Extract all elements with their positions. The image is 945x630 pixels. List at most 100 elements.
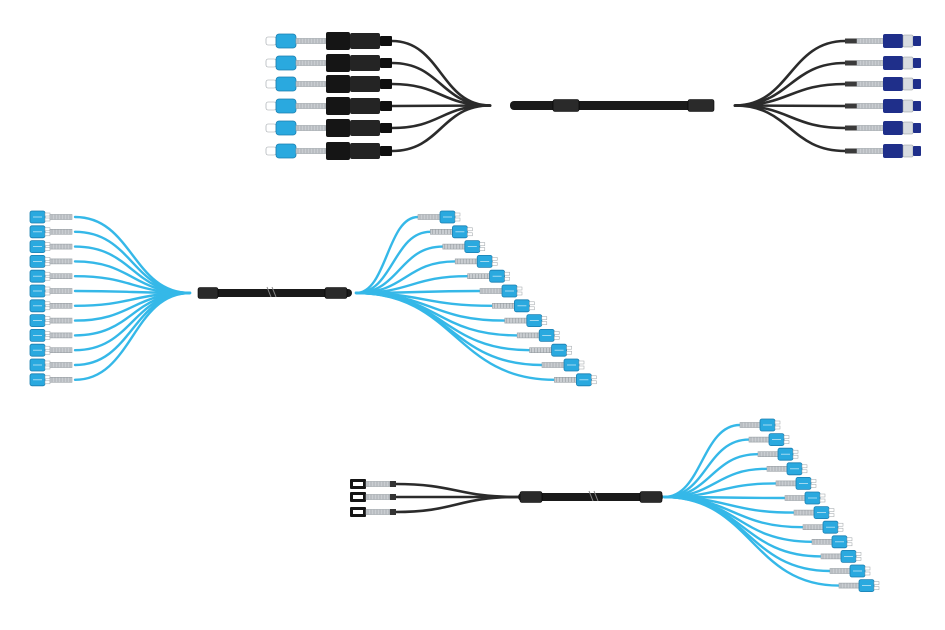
lc-connector-right-12 (838, 579, 880, 592)
ferrule-boot (295, 148, 327, 154)
ferrule-boot (811, 538, 833, 545)
ferrule-boot (739, 422, 761, 428)
connector-right-1 (845, 34, 921, 48)
lc-duplex-connector (849, 564, 871, 578)
ferrule-boot (856, 60, 884, 66)
lc-duplex-connector (768, 433, 790, 447)
lc-connector-right-2 (748, 433, 790, 447)
lc-connector-right-8 (802, 520, 844, 534)
lc-connector-right-9 (811, 535, 853, 549)
lc-duplex-connector (29, 210, 51, 224)
lc-connector-right-3 (757, 447, 799, 461)
connector-right-2 (845, 56, 921, 70)
lc-connector-left-7 (29, 299, 73, 313)
fiber-leg-right-12 (662, 495, 841, 587)
lc-connector-right-2 (430, 225, 473, 239)
fiber-leg-right-12 (354, 291, 556, 381)
connector-left-6 (265, 142, 392, 160)
ferrule-boot (365, 494, 391, 500)
lc-duplex-connector (840, 550, 862, 563)
ferrule-boot (49, 243, 73, 250)
lc-duplex-connector (29, 225, 51, 239)
fiber-leg-right-1 (354, 215, 420, 295)
ferrule-boot (766, 465, 788, 472)
lc-connector-left-4 (29, 254, 73, 268)
lc-connector-right-11 (541, 358, 585, 372)
leg-left-5 (390, 104, 492, 130)
leg-right-6 (733, 104, 847, 153)
ferrule-boot (793, 509, 815, 516)
ferrule-boot (757, 451, 779, 458)
lc-connector-right-12 (554, 373, 597, 387)
lc-connector-right-3 (442, 240, 486, 254)
ferrule-boot (856, 103, 884, 109)
fiber-leg-left-12 (73, 291, 192, 381)
lc-connector-right-6 (479, 284, 523, 298)
breakout-sleeve-left (519, 491, 543, 503)
ferrule-boot (417, 214, 441, 220)
ferrule-boot (49, 376, 73, 383)
lc-connector-right-11 (829, 564, 871, 578)
ferrule-boot (554, 376, 577, 383)
fiber-leg-left-11 (73, 291, 192, 367)
lc-connector-right-9 (516, 328, 560, 342)
ferrule-boot (49, 229, 73, 235)
ferrule-boot (802, 524, 824, 531)
leg-left-6 (390, 104, 492, 153)
lc-connector-right-4 (454, 254, 498, 268)
ferrule-boot (454, 258, 478, 265)
connector-right-3 (845, 77, 921, 91)
ferrule-boot (295, 125, 327, 131)
lc-connector-right-5 (775, 476, 817, 490)
connector-right-4 (845, 99, 921, 113)
ferrule-boot (479, 288, 503, 294)
lc-duplex-connector (514, 299, 535, 313)
lc-duplex-connector (29, 358, 51, 372)
ferrule-boot (856, 38, 884, 44)
lc-connector-right-7 (492, 299, 535, 313)
lc-duplex-connector (29, 299, 51, 313)
lc-duplex-connector (451, 225, 473, 239)
ferrule-boot (295, 60, 327, 66)
lc-duplex-connector (29, 240, 51, 254)
breakout-sleeve-right (687, 99, 715, 112)
lc-duplex-connector (29, 343, 51, 357)
lc-duplex-connector (29, 284, 51, 298)
connector-left-4 (265, 97, 392, 115)
lc-connector-right-6 (784, 491, 826, 505)
connector-left-1 (265, 32, 392, 50)
breakout-sleeve-right (324, 287, 348, 299)
lc-connector-left-5 (29, 269, 73, 283)
ferrule-boot (775, 480, 797, 487)
ferrule-boot (49, 288, 73, 294)
lc-duplex-connector (526, 314, 548, 328)
connector-left-5 (265, 119, 392, 137)
cable-length-break-mark (588, 490, 599, 502)
lc-duplex-connector (858, 579, 880, 592)
lc-duplex-connector (29, 373, 51, 387)
lc-duplex-connector (831, 535, 853, 549)
assembly-fanout-12-blue (29, 210, 597, 387)
leg-right-5 (733, 104, 847, 130)
lc-connector-right-4 (766, 462, 808, 476)
lc-duplex-connector (804, 491, 826, 505)
breakout-sleeve-left (197, 287, 219, 299)
lc-connector-left-6 (29, 284, 73, 298)
ferrule-boot (516, 332, 540, 339)
ferrule-boot (295, 103, 327, 109)
lc-connector-left-1 (29, 210, 73, 224)
mpo-connector-2 (350, 492, 396, 502)
lc-connector-left-9 (29, 328, 73, 342)
ferrule-boot (529, 347, 552, 354)
lc-duplex-connector (551, 343, 572, 357)
lc-connector-right-5 (467, 269, 510, 283)
ferrule-boot (820, 553, 842, 560)
trunk-cable (510, 101, 700, 110)
lc-duplex-connector (777, 447, 799, 461)
ferrule-boot (49, 214, 73, 220)
ferrule-boot (49, 332, 73, 339)
mpo-leg-3 (393, 495, 520, 514)
lc-connector-right-1 (417, 210, 461, 224)
ferrule-boot (49, 317, 73, 324)
